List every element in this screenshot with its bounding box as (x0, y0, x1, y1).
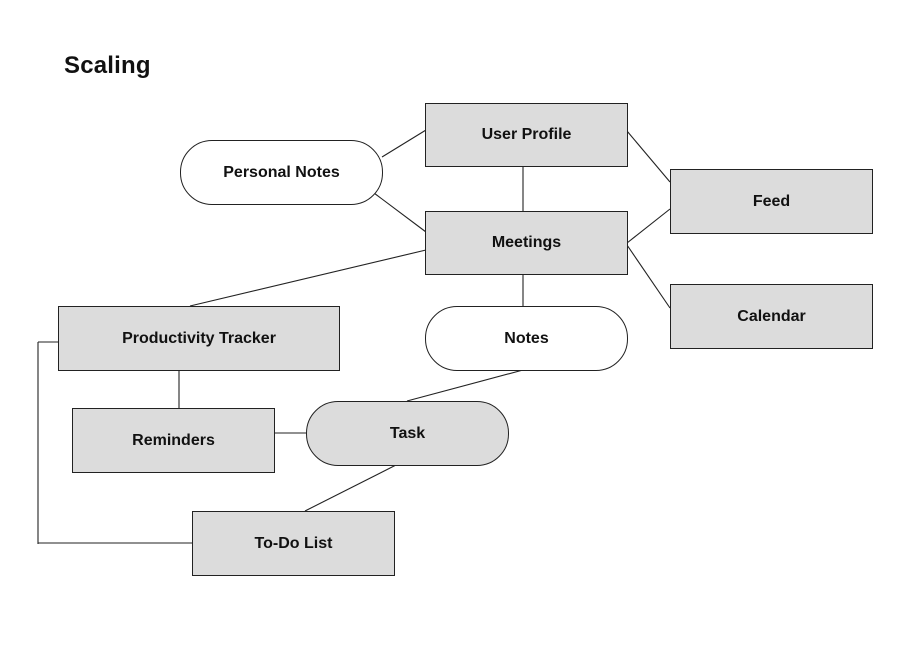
edge-meetings-feed (626, 208, 671, 244)
edge-personal-notes-user-profile (381, 129, 427, 158)
node-productivity-tracker: Productivity Tracker (58, 306, 340, 371)
node-feed: Feed (670, 169, 873, 234)
edge-user-profile-feed (626, 130, 671, 183)
edge-personal-notes-meetings (373, 192, 427, 233)
node-todo-list: To-Do List (192, 511, 395, 576)
node-notes: Notes (425, 306, 628, 371)
edge-notes-task (406, 369, 524, 402)
edge-task-todo-list (304, 464, 397, 512)
node-personal-notes: Personal Notes (180, 140, 383, 205)
edge-meetings-calendar (626, 244, 671, 309)
diagram-title: Scaling (64, 52, 151, 79)
node-task: Task (306, 401, 509, 466)
node-reminders: Reminders (72, 408, 275, 473)
node-calendar: Calendar (670, 284, 873, 349)
node-user-profile: User Profile (425, 103, 628, 167)
edge-meetings-productivity-tracker (189, 249, 427, 307)
node-meetings: Meetings (425, 211, 628, 275)
